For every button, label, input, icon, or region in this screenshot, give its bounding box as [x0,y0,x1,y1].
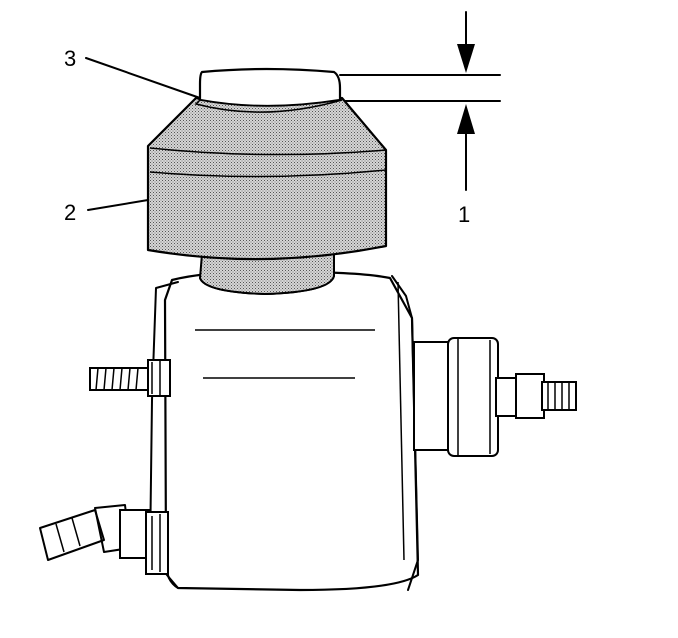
pump-shaft-boss [413,337,577,457]
dimension-indicator [339,11,501,191]
pulley-hub-face [194,67,343,113]
callout-1: 1 [458,202,470,227]
pulley [146,96,388,296]
hose-fitting [39,504,169,575]
leader-line-3 [85,57,201,99]
leader-line-2 [87,199,149,211]
left-mounting-stud [89,359,171,397]
callout-3: 3 [64,46,76,71]
callout-2: 2 [64,200,76,225]
pump-housing [149,270,420,592]
